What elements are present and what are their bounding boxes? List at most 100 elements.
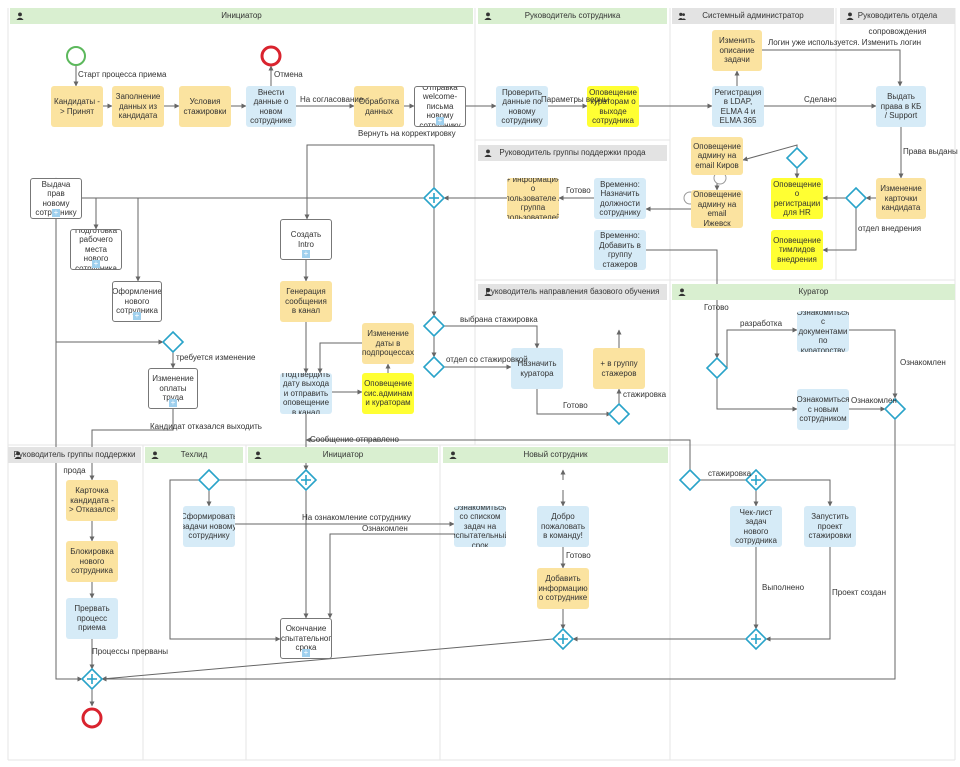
task-node[interactable]: Кандидаты -> Принят <box>51 86 103 127</box>
expand-plus-icon[interactable]: + <box>133 311 141 320</box>
task-node[interactable]: Регистрация в LDAP, ELMA 4 и ELMA 365 <box>712 86 764 127</box>
edge-label: стажировка <box>708 469 752 478</box>
edge-label: Проект создан <box>832 588 887 597</box>
task-node[interactable]: Запустить проект стажировки <box>804 506 856 547</box>
edge-label: Готово <box>566 186 591 195</box>
subprocess-task[interactable]: Выдача прав новому сотруднику+ <box>30 178 82 219</box>
lane-header: Системный администратор <box>672 8 834 24</box>
exclusive-gateway[interactable] <box>197 468 221 492</box>
task-node[interactable]: Подтвердить дату выхода и отправить опов… <box>280 373 332 414</box>
expand-plus-icon[interactable]: + <box>52 208 60 217</box>
edge-label: Кандидат отказался выходить <box>150 422 262 431</box>
task-node[interactable]: Изменить описание задачи <box>712 30 762 71</box>
flow-edge <box>726 327 798 368</box>
lane-title: Руководитель направления базового обучен… <box>485 287 660 296</box>
task-label: Проверить данные по новому сотруднику <box>501 87 543 126</box>
subprocess-task[interactable]: Изменение оплаты труда+ <box>148 368 198 409</box>
edge-label: Сообщение отправлено <box>310 435 399 444</box>
exclusive-gateway[interactable] <box>844 186 868 210</box>
expand-plus-icon[interactable]: + <box>436 116 444 125</box>
task-label: Чек-лист задач нового сотрудника <box>735 507 777 546</box>
task-label: Окончание испытательного срока <box>280 624 332 653</box>
expand-plus-icon[interactable]: + <box>169 398 177 407</box>
task-node[interactable]: Оповещение тимлидов внедрения <box>771 230 823 270</box>
flow-edge <box>756 479 833 507</box>
person-icon <box>449 451 457 459</box>
flow-edge <box>53 177 424 199</box>
lane-title: Куратор <box>798 287 829 296</box>
parallel-gateway[interactable] <box>551 627 575 651</box>
expand-plus-icon[interactable]: + <box>302 249 310 258</box>
subprocess-task[interactable]: Подготовка рабочего места нового сотрудн… <box>70 229 122 270</box>
task-node[interactable]: Условия стажировки <box>179 86 231 127</box>
edge-label: Готово <box>704 303 729 312</box>
exclusive-gateway[interactable] <box>705 356 729 380</box>
end-event[interactable] <box>260 45 282 67</box>
task-node[interactable]: Изменение карточки кандидата <box>876 178 926 219</box>
parallel-gateway[interactable] <box>80 667 104 691</box>
task-node[interactable]: Оповещение о регистрации для HR <box>771 178 823 219</box>
task-node[interactable]: Временно: Назначить должности сотруднику <box>594 178 646 219</box>
task-node[interactable]: Блокировка нового сотрудника <box>66 541 118 582</box>
task-node[interactable]: Ознакомиться с новым сотрудником <box>797 389 849 430</box>
flow-edge <box>849 329 898 399</box>
task-node[interactable]: Проверить данные по новому сотруднику <box>496 86 548 127</box>
parallel-gateway[interactable] <box>422 186 446 210</box>
task-node[interactable]: Добавить информацию о сотруднике <box>537 568 589 609</box>
lane-header: Руководитель сотрудника <box>478 8 667 24</box>
exclusive-gateway[interactable] <box>883 397 907 421</box>
task-node[interactable]: Сформировать задачи новому сотруднику <box>183 506 235 547</box>
exclusive-gateway[interactable] <box>785 146 809 170</box>
start-event[interactable] <box>66 46 86 66</box>
task-node[interactable]: Выдать права в КБ / Support <box>876 86 926 127</box>
flow-edge <box>762 49 903 87</box>
task-label: + информация о пользователе / группа пол… <box>507 178 559 219</box>
parallel-gateway[interactable] <box>294 468 318 492</box>
subprocess-task[interactable]: Оформление нового сотрудника+ <box>112 281 162 322</box>
lane-header: Руководитель группы поддержки прода <box>478 145 667 161</box>
task-node[interactable]: Внести данные о новом сотруднике <box>246 86 296 127</box>
task-label: Временно: Добавить в группу стажеров <box>599 231 641 269</box>
expand-plus-icon[interactable]: + <box>302 648 310 657</box>
exclusive-gateway[interactable] <box>422 355 446 379</box>
task-node[interactable]: Карточка кандидата -> Отказался <box>66 480 118 521</box>
task-node[interactable]: Обработка данных <box>354 86 404 127</box>
exclusive-gateway[interactable] <box>678 468 702 492</box>
subprocess-task[interactable]: Окончание испытательного срока+ <box>280 618 332 659</box>
exclusive-gateway[interactable] <box>422 314 446 338</box>
task-label: Изменение даты в подпроцессах <box>362 329 414 358</box>
task-node[interactable]: Заполнение данных из кандидата <box>112 86 164 127</box>
task-node[interactable]: Оповещение админу на email Ижевск <box>691 190 743 228</box>
task-node[interactable]: Ознакомиться со списком задач на испытат… <box>454 506 506 547</box>
expand-plus-icon[interactable]: + <box>92 259 100 268</box>
task-label: Оповещение админу на email Ижевск <box>693 190 741 228</box>
parallel-gateway[interactable] <box>744 627 768 651</box>
end-event[interactable] <box>81 707 103 729</box>
task-node[interactable]: Оповещение сис.админам и кураторам <box>362 373 414 414</box>
lane-title: Руководитель группы поддержки прода <box>13 450 136 475</box>
task-node[interactable]: + в группу стажеров <box>593 348 645 389</box>
task-label: Запустить проект стажировки <box>808 512 852 541</box>
edge-label: Выполнено <box>762 583 805 592</box>
task-node[interactable]: Ознакомиться с документами по кураторств… <box>797 311 849 352</box>
subprocess-task[interactable]: Отправка welcome-письма новому сотрудник… <box>414 86 466 127</box>
task-node[interactable]: Прервать процесс приема <box>66 598 118 639</box>
task-node[interactable]: Оповещение админу на email Киров <box>691 137 743 175</box>
edge-label: Параметры верны <box>541 95 610 104</box>
task-node[interactable]: Временно: Добавить в группу стажеров <box>594 230 646 270</box>
task-node[interactable]: Чек-лист задач нового сотрудника <box>730 506 782 547</box>
edge-label: Старт процесса приема <box>78 70 167 79</box>
task-node[interactable]: + информация о пользователе / группа пол… <box>507 178 559 219</box>
task-node[interactable]: Добро пожаловать в команду! <box>537 506 589 547</box>
edge-label: требуется изменение <box>176 353 256 362</box>
task-label: Ознакомиться с новым сотрудником <box>797 395 849 424</box>
exclusive-gateway[interactable] <box>607 402 631 426</box>
exclusive-gateway[interactable] <box>161 330 185 354</box>
task-node[interactable]: Изменение даты в подпроцессах <box>362 323 414 364</box>
task-node[interactable]: Назначить куратора <box>511 348 563 389</box>
subprocess-task[interactable]: Создать Intro+ <box>280 219 332 260</box>
task-node[interactable]: Генерация сообщения в канал <box>280 281 332 322</box>
task-node[interactable]: Оповещение кураторам о выходе сотрудника <box>587 86 639 127</box>
parallel-gateway[interactable] <box>744 468 768 492</box>
flow-edge <box>169 479 296 642</box>
